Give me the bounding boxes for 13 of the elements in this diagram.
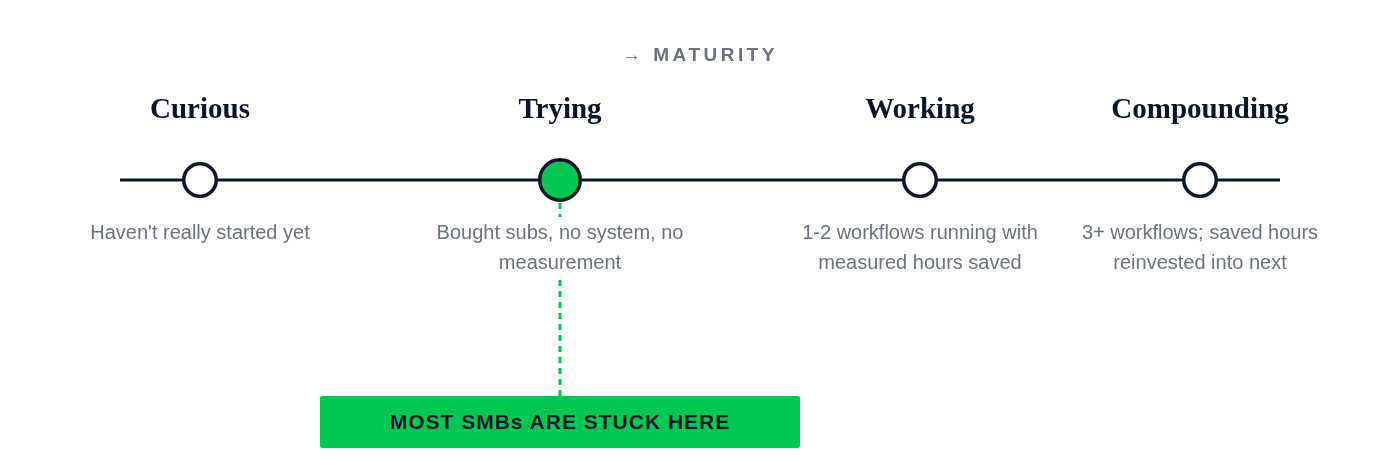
stage-heading: Trying — [518, 92, 602, 125]
milestone-circle — [902, 162, 938, 198]
milestone-circle — [182, 162, 218, 198]
stage-heading: Working — [865, 92, 975, 125]
section-title: → MATURITY — [622, 44, 778, 66]
timeline-line — [938, 178, 1182, 182]
highlighted-milestone-circle — [538, 158, 582, 202]
timeline-line — [218, 178, 538, 182]
timeline-line — [582, 178, 902, 182]
stage-heading: Curious — [150, 92, 250, 125]
stage-heading: Compounding — [1111, 92, 1289, 125]
callout-banner: MOST SMBs ARE STUCK HERE — [320, 396, 800, 448]
milestone-circle — [1182, 162, 1218, 198]
